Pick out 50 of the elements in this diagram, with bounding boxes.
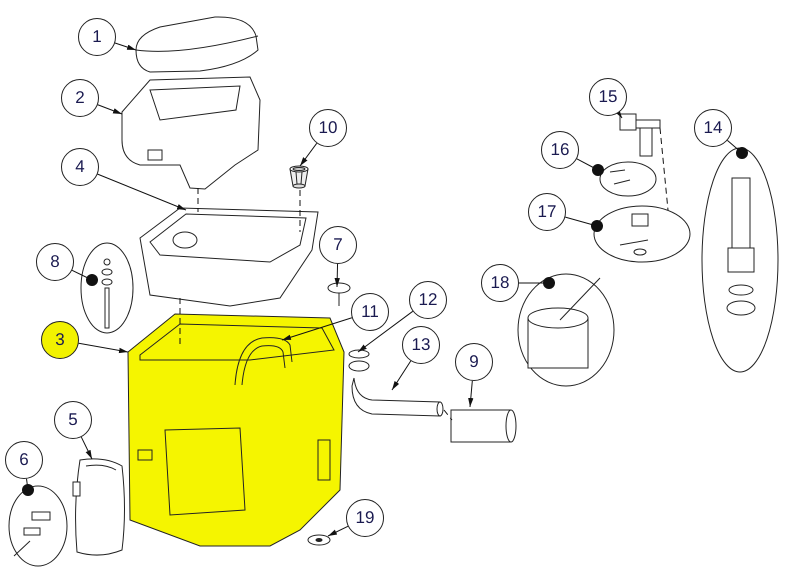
hinge-detail-drawing	[8, 484, 70, 568]
callout-number: 19	[346, 499, 384, 537]
callout-number: 7	[319, 226, 357, 264]
leader-line	[328, 526, 348, 536]
knob-drawing	[326, 280, 352, 308]
leader-line	[22, 478, 34, 496]
float-detail-drawing	[515, 272, 617, 388]
leader-line	[468, 380, 474, 408]
tubing-drawing	[235, 338, 292, 385]
callout-number: 15	[589, 78, 627, 116]
callout-number: 10	[309, 109, 347, 147]
drain-fitting-detail-drawing	[700, 146, 780, 374]
callout-number: 1	[78, 18, 116, 56]
leader-line	[72, 270, 98, 286]
leader-line	[300, 142, 318, 166]
valve-fitting-detail-drawing	[592, 203, 692, 265]
leader-line	[564, 216, 603, 232]
callout-number: 9	[455, 343, 493, 381]
leader-line	[576, 158, 604, 176]
callout-number: 2	[61, 79, 99, 117]
leader-line	[614, 109, 622, 118]
leader-line	[726, 140, 748, 159]
washer-drawing	[306, 532, 332, 548]
callout-number: 16	[541, 131, 579, 169]
washer-drawing	[348, 348, 370, 372]
callout-number: 5	[54, 401, 92, 439]
callout-number: 18	[481, 264, 519, 302]
leader-line	[282, 317, 352, 340]
callout-number: 12	[409, 281, 447, 319]
callout-number: 17	[528, 193, 566, 231]
screw-detail-drawing	[598, 161, 658, 197]
fastener-detail-drawing	[80, 242, 134, 334]
callout-number: 6	[5, 441, 43, 479]
callout-number: 11	[351, 293, 389, 331]
leader-line	[358, 310, 414, 352]
leader-line	[78, 342, 128, 354]
callout-number: 14	[694, 109, 732, 147]
callout-number: 3	[41, 321, 79, 359]
callout-number: 8	[36, 243, 74, 281]
leader-line	[80, 436, 92, 460]
assembly-line	[444, 410, 452, 420]
leader-line	[518, 277, 555, 289]
leader-line	[392, 360, 412, 390]
leader-line	[334, 264, 340, 288]
callout-number: 4	[61, 148, 99, 186]
callout-number: 13	[402, 326, 440, 364]
leader-line	[97, 104, 122, 114]
leader-line	[114, 42, 136, 50]
leader-line	[97, 174, 186, 210]
assembly-line	[660, 128, 668, 210]
